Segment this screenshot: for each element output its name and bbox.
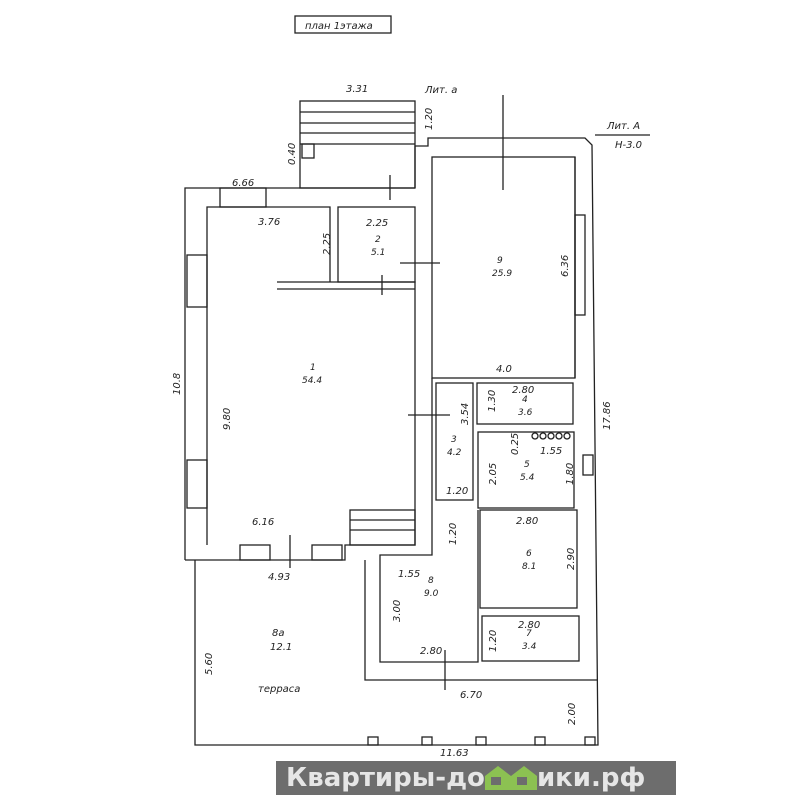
dimensions-top_left: 6.66 [232, 178, 254, 189]
plan-title: план 1этажа [305, 21, 373, 32]
rooms-4-num: 4 [522, 395, 528, 405]
rooms-8-area: 3.4 [522, 642, 537, 652]
dimensions-room1_side: 2.25 [322, 233, 333, 255]
room-5: 55.4 [520, 460, 535, 483]
room-9: 925.9 [492, 256, 512, 279]
dimensions-left_total: 10.8 [172, 373, 183, 395]
dimensions-porch_offset: 0.40 [287, 143, 298, 165]
rooms-6-num: 6 [526, 549, 532, 559]
room-4: 43.6 [518, 395, 533, 418]
dimension-labels: 3.31 1.20 0.40 6.66 3.76 2.25 2.25 6.36 … [172, 84, 613, 759]
room-6: 68.1 [522, 549, 536, 572]
room-8a: 8а 12.1 [270, 628, 292, 653]
porch [299, 100, 416, 189]
room-2: 25.1 [371, 235, 385, 258]
dimensions-porch_width: 3.31 [346, 84, 368, 95]
dimensions-room4_w: 2.80 [512, 385, 534, 396]
dimensions-right_total: 17.86 [602, 401, 613, 430]
dimensions-bottom_left: 4.93 [268, 572, 290, 583]
rooms-9-num: 8а [272, 628, 285, 639]
dimensions-terrace_w: 6.70 [460, 690, 482, 701]
dimensions-room9_h: 6.36 [560, 255, 571, 277]
rooms-5-num: 5 [524, 460, 530, 470]
rooms-8-num: 7 [526, 629, 532, 639]
rooms-4-area: 3.6 [518, 408, 533, 418]
rooms-0-area: 54.4 [302, 376, 322, 386]
rooms-5-area: 5.4 [520, 473, 535, 483]
terrace-label: терраса [258, 684, 300, 695]
dimensions-room8_bottom: 2.80 [420, 646, 442, 657]
dimensions-terrace_h: 5.60 [204, 653, 215, 675]
dimensions-room8_w: 1.55 [398, 569, 420, 580]
rooms-1-area: 5.1 [371, 248, 385, 258]
rooms-6-area: 8.1 [522, 562, 536, 572]
height-label: Н-3.0 [615, 140, 642, 151]
dimensions-room4_h: 1.30 [487, 390, 498, 412]
dimensions-terrace_right: 2.00 [567, 703, 578, 725]
rooms-2-area: 25.9 [492, 269, 512, 279]
lit-a-label: Лит. а [424, 85, 457, 96]
dimensions-room7_h: 1.20 [488, 630, 499, 652]
room-8: 89.0 [424, 576, 439, 599]
watermark: Квартиры-до ики.рф [276, 761, 676, 795]
dimensions-room1_h: 9.80 [222, 408, 233, 430]
dimensions-room2_w: 2.25 [366, 218, 388, 229]
watermark-text-start: Квартиры-до [286, 763, 485, 793]
dimensions-room5_d: 0.25 [510, 433, 521, 455]
outer-walls [184, 95, 650, 746]
rooms-2-num: 9 [497, 256, 503, 266]
dimensions-corridor_h: 1.20 [448, 523, 459, 545]
dimensions-room6_h: 2.90 [566, 548, 577, 570]
rooms-3-num: 3 [451, 435, 457, 445]
dimensions-room1_top: 3.76 [258, 217, 280, 228]
dimensions-room7_w: 2.80 [518, 620, 540, 631]
rooms-7-num: 8 [428, 576, 434, 586]
rooms-3-area: 4.2 [447, 448, 462, 458]
dimensions-room5_w: 1.55 [540, 446, 562, 457]
dimensions-total_bottom: 11.63 [440, 748, 469, 759]
room-7: 73.4 [522, 629, 537, 652]
dimensions-porch_depth: 1.20 [424, 108, 435, 130]
rooms-7-area: 9.0 [424, 589, 439, 599]
dimensions-room3_h: 3.54 [460, 403, 471, 425]
room-1: 154.4 [302, 363, 322, 386]
watermark-text-end: ики.рф [536, 763, 646, 793]
room-labels: 154.4 25.1 925.9 34.2 43.6 55.4 68.1 89.… [258, 235, 537, 695]
lit-A-label: Лит. А [606, 121, 640, 132]
rooms-9-area: 12.1 [270, 642, 292, 653]
dimensions-corridor_w: 1.20 [446, 486, 468, 497]
dimensions-room1_bottom: 6.16 [252, 517, 274, 528]
rooms-0-num: 1 [310, 363, 316, 373]
room-3: 34.2 [447, 435, 462, 458]
house-logo-icon [484, 766, 537, 790]
dimensions-room8_h: 3.00 [392, 600, 403, 622]
rooms-1-num: 2 [375, 235, 381, 245]
dimensions-room9_w: 4.0 [496, 364, 512, 375]
title-box [294, 15, 392, 34]
dimensions-room5_h2: 1.80 [565, 463, 576, 485]
dimensions-room6_w: 2.80 [516, 516, 538, 527]
dimensions-room5_h: 2.05 [488, 463, 499, 485]
